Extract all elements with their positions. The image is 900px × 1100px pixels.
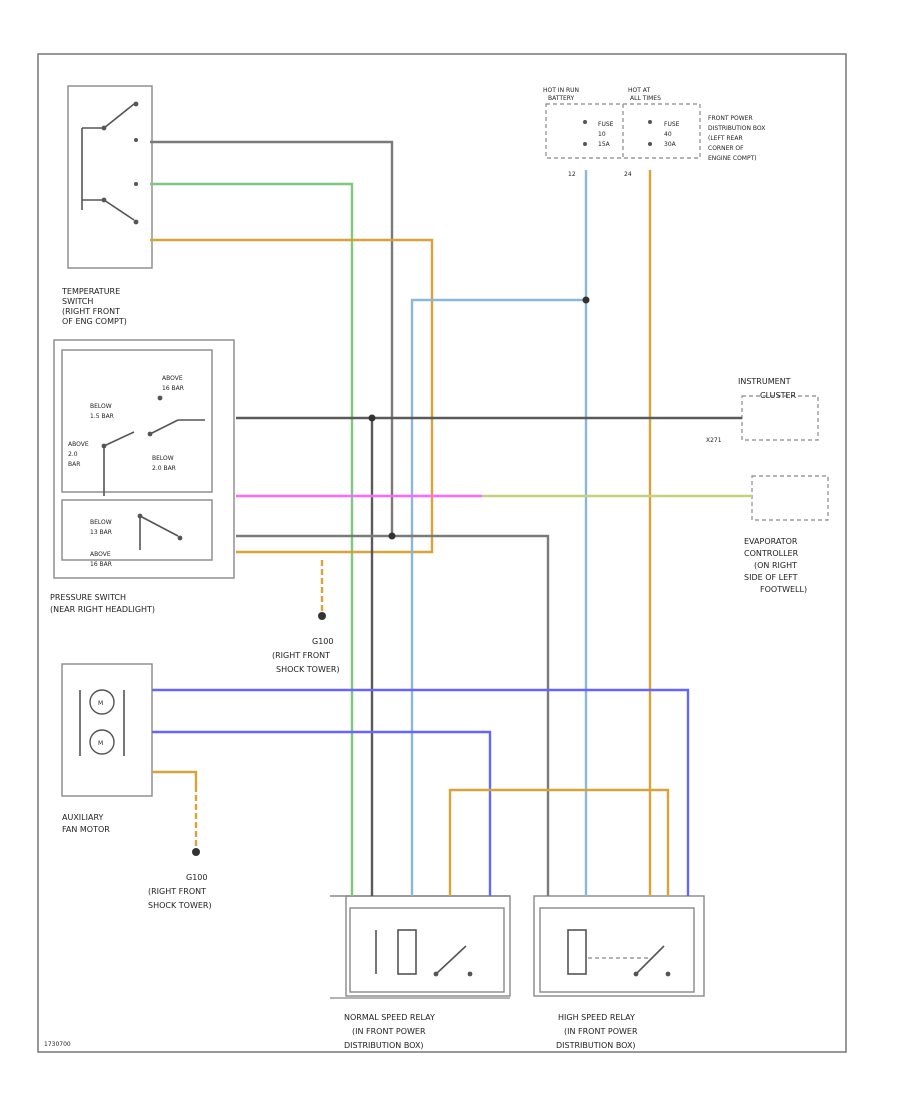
pin-24-label: 24 bbox=[624, 171, 632, 178]
wires bbox=[150, 140, 752, 896]
hot-in-run-label: HOT IN RUN bbox=[543, 87, 579, 94]
wire-lightblue-branch bbox=[410, 298, 586, 896]
pressure-above-2-label-0: ABOVE bbox=[68, 441, 89, 448]
splice-dot bbox=[388, 532, 396, 540]
wire-blue-fan-mid bbox=[152, 730, 492, 896]
motor-m2-label: M bbox=[98, 740, 103, 747]
ground1-label-0: G100 bbox=[312, 637, 333, 646]
auxiliary-fan-motor: M M AUXILIARY FAN MOTOR bbox=[61, 663, 153, 834]
diagram-frame bbox=[37, 53, 847, 1053]
evaporator-label-3: SIDE OF LEFT bbox=[744, 573, 798, 582]
temp-switch-label-3: OF ENG COMPT) bbox=[62, 317, 127, 326]
pressure-switch: ABOVE 16 BAR BELOW 1.5 BAR ABOVE 2.0 BAR… bbox=[50, 339, 235, 614]
ground2-label-1: (RIGHT FRONT bbox=[148, 887, 206, 896]
pressure-below-13-label-0: BELOW bbox=[90, 519, 112, 526]
svg-text:10: 10 bbox=[598, 131, 606, 138]
pressure-above-2-label-2: BAR bbox=[68, 461, 80, 468]
hot-at-label: HOT AT bbox=[628, 87, 650, 94]
wire-blue-fan-top bbox=[152, 688, 690, 896]
fpdb-label-3: CORNER OF bbox=[708, 145, 744, 152]
pressure-above-16-label-0: ABOVE bbox=[162, 375, 183, 382]
temperature-switch: TEMPERATURE SWITCH (RIGHT FRONT OF ENG C… bbox=[61, 85, 153, 326]
ground-g100-lower: G100 (RIGHT FRONT SHOCK TOWER) bbox=[148, 786, 212, 910]
high-relay-label-2: DISTRIBUTION BOX) bbox=[556, 1041, 636, 1050]
temp-switch-label-2: (RIGHT FRONT bbox=[62, 307, 120, 316]
instrument-cluster: INSTRUMENT CLUSTER X271 bbox=[706, 377, 819, 444]
fpdb-label-1: DISTRIBUTION BOX bbox=[708, 125, 765, 132]
svg-text:ALL TIMES: ALL TIMES bbox=[630, 95, 661, 102]
ground1-label-2: SHOCK TOWER) bbox=[276, 665, 340, 674]
evaporator-label-2: (ON RIGHT bbox=[754, 561, 797, 570]
wire-gray-temp bbox=[150, 140, 394, 536]
normal-relay-label-2: DISTRIBUTION BOX) bbox=[344, 1041, 424, 1050]
high-speed-relay: HIGH SPEED RELAY (IN FRONT POWER DISTRIB… bbox=[533, 895, 705, 1050]
aux-fan-label-1: FAN MOTOR bbox=[62, 825, 110, 834]
svg-text:BATTERY: BATTERY bbox=[548, 95, 575, 102]
svg-text:30A: 30A bbox=[664, 141, 677, 148]
front-power-distribution-box: HOT IN RUN HOT AT BATTERY ALL TIMES FUSE… bbox=[543, 87, 765, 178]
evaporator-label-4: FOOTWELL) bbox=[760, 585, 807, 594]
fuse-2-label: FUSE bbox=[664, 121, 680, 128]
wire-orange-cross bbox=[448, 788, 670, 896]
pressure-above-16-label-1: 16 BAR bbox=[162, 385, 184, 392]
wire-gray-high bbox=[236, 534, 550, 896]
fpdb-label-2: (LEFT REAR bbox=[708, 135, 743, 142]
splice-dot bbox=[368, 414, 376, 422]
temp-switch-label-1: SWITCH bbox=[62, 297, 93, 306]
evaporator-label-1: CONTROLLER bbox=[744, 549, 799, 558]
evaporator-controller: EVAPORATOR CONTROLLER (ON RIGHT SIDE OF … bbox=[744, 475, 829, 594]
pressure-switch-label-1: (NEAR RIGHT HEADLIGHT) bbox=[50, 605, 155, 614]
pin-12-label: 12 bbox=[568, 171, 576, 178]
pressure-above-16b-label-0: ABOVE bbox=[90, 551, 111, 558]
pressure-below-13-label-1: 13 BAR bbox=[90, 529, 112, 536]
svg-text:40: 40 bbox=[664, 131, 672, 138]
pressure-above-16b-label-1: 16 BAR bbox=[90, 561, 112, 568]
pressure-above-2-label-1: 2.0 bbox=[68, 451, 78, 458]
normal-speed-relay: NORMAL SPEED RELAY (IN FRONT POWER DISTR… bbox=[330, 895, 511, 1050]
high-relay-label-0: HIGH SPEED RELAY bbox=[558, 1013, 635, 1022]
high-relay-label-1: (IN FRONT POWER bbox=[564, 1027, 638, 1036]
pressure-below-2-label-0: BELOW bbox=[152, 455, 174, 462]
ground1-label-1: (RIGHT FRONT bbox=[272, 651, 330, 660]
fpdb-label-4: ENGINE COMPT) bbox=[708, 155, 757, 162]
ground2-label-0: G100 bbox=[186, 873, 207, 882]
pressure-switch-label-0: PRESSURE SWITCH bbox=[50, 593, 126, 602]
instrument-label-1: CLUSTER bbox=[760, 391, 797, 400]
fpdb-label-0: FRONT POWER bbox=[708, 115, 753, 122]
wire-orange-temp bbox=[150, 238, 434, 554]
motor-m1-label: M bbox=[98, 700, 103, 707]
evaporator-label-0: EVAPORATOR bbox=[744, 537, 798, 546]
splice-dot bbox=[582, 296, 590, 304]
svg-text:15A: 15A bbox=[598, 141, 611, 148]
wire-orange-aux-ground bbox=[152, 770, 198, 786]
pressure-below-2-label-1: 2.0 BAR bbox=[152, 465, 176, 472]
diagram-id: 1730700 bbox=[44, 1041, 71, 1048]
ground2-label-2: SHOCK TOWER) bbox=[148, 901, 212, 910]
wire-green-temp bbox=[150, 182, 354, 896]
temp-switch-label-0: TEMPERATURE bbox=[61, 287, 120, 296]
aux-fan-label-0: AUXILIARY bbox=[62, 813, 104, 822]
instrument-label-0: INSTRUMENT bbox=[738, 377, 791, 386]
svg-text:X271: X271 bbox=[706, 437, 722, 444]
fuse-1-label: FUSE bbox=[598, 121, 614, 128]
normal-relay-label-0: NORMAL SPEED RELAY bbox=[344, 1013, 435, 1022]
normal-relay-label-1: (IN FRONT POWER bbox=[352, 1027, 426, 1036]
pressure-below-1-5-label-0: BELOW bbox=[90, 403, 112, 410]
pressure-below-1-5-label-1: 1.5 BAR bbox=[90, 413, 114, 420]
ground-g100-upper: G100 (RIGHT FRONT SHOCK TOWER) bbox=[272, 560, 340, 674]
